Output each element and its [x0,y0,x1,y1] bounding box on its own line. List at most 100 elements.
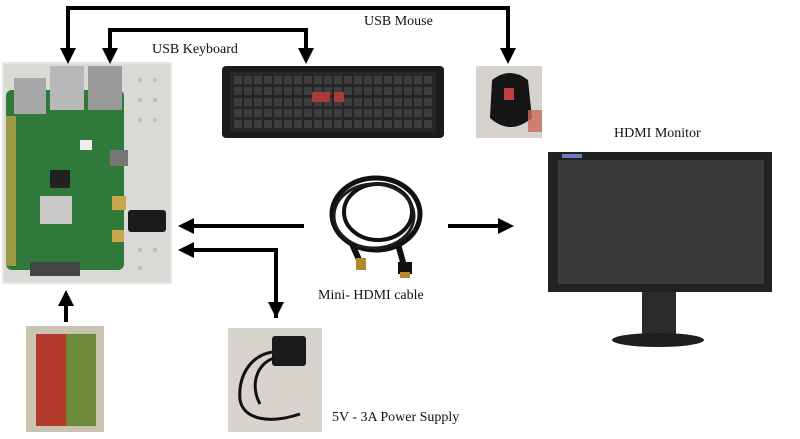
keyboard-key [354,120,362,128]
keyboard-key [304,76,312,84]
keyboard-key [374,76,382,84]
keyboard-key [234,120,242,128]
keyboard-key [294,87,302,95]
keyboard-key [234,87,242,95]
arrows [58,6,516,322]
arrow-usb-mouse-route [66,6,516,64]
keyboard-key [244,109,252,117]
usb-mouse [476,66,542,138]
keyboard-key [334,76,342,84]
keyboard-key [344,98,352,106]
keyboard-key [314,87,322,95]
keyboard-key [404,87,412,95]
keyboard-key [414,98,422,106]
keyboard-key [354,87,362,95]
keyboard-key [404,76,412,84]
keyboard-key [374,87,382,95]
keyboard-key [344,109,352,117]
keyboard-key [244,76,252,84]
power-supply [228,328,322,432]
keyboard-key [314,120,322,128]
keyboard-key [254,98,262,106]
label-power-supply: 5V - 3A Power Supply [332,410,460,425]
keyboard-key [244,120,252,128]
keyboard-key [274,76,282,84]
keyboard-key [234,109,242,117]
keyboard-key [334,87,342,95]
hdmi-monitor [548,152,772,347]
usb-keyboard [222,66,444,138]
keyboard-key [354,109,362,117]
raspberry-pi-board [2,62,172,284]
keyboard-key [384,109,392,117]
keyboard-key [424,98,432,106]
keyboard-key [294,98,302,106]
keyboard-key [254,76,262,84]
keyboard-key [414,120,422,128]
keyboard-key [234,76,242,84]
keyboard-key [324,76,332,84]
keyboard-key [384,76,392,84]
keyboard-key [364,109,372,117]
keyboard-key [264,98,272,106]
keyboard-key [324,87,332,95]
keyboard-key [344,76,352,84]
keyboard-key [274,98,282,106]
keyboard-key [364,98,372,106]
keyboard-key [424,109,432,117]
keyboard-key [254,120,262,128]
keyboard-key [324,109,332,117]
mini-hdmi-cable [329,175,423,278]
keyboard-key [314,109,322,117]
keyboard-key [334,109,342,117]
keyboard-key [304,98,312,106]
keyboard-key [364,76,372,84]
sd-card [26,326,104,432]
keyboard-key [364,87,372,95]
keyboard-key [294,120,302,128]
keyboard-key [414,76,422,84]
keyboard-key [294,109,302,117]
keyboard-key [234,98,242,106]
keyboard-key [254,109,262,117]
keyboard-key [354,98,362,106]
arrow-power-to-pi [178,242,278,318]
label-usb-keyboard: USB Keyboard [152,42,238,57]
label-usb-mouse: USB Mouse [364,14,433,29]
keyboard-key [364,120,372,128]
keyboard-key [284,98,292,106]
keyboard-key [374,109,382,117]
keyboard-key [384,98,392,106]
keyboard-key [244,98,252,106]
keyboard-key [254,87,262,95]
keyboard-key [324,120,332,128]
keyboard-key [264,109,272,117]
keyboard-key [264,87,272,95]
keyboard-key [264,120,272,128]
keyboard-key [424,76,432,84]
keyboard-key [374,120,382,128]
keyboard-key [304,109,312,117]
keyboard-key [284,87,292,95]
keyboard-key [404,109,412,117]
keyboard-key [304,87,312,95]
keyboard-key [394,120,402,128]
keyboard-key [314,76,322,84]
keyboard-key [264,76,272,84]
keyboard-key [394,109,402,117]
keyboard-key [284,109,292,117]
keyboard-key [284,120,292,128]
keyboard-key [334,120,342,128]
keyboard-key [384,87,392,95]
keyboard-key [344,87,352,95]
keyboard-key [274,87,282,95]
keyboard-key [424,87,432,95]
keyboard-key [404,98,412,106]
keyboard-key [274,120,282,128]
keyboard-key [384,120,392,128]
keyboard-key [284,76,292,84]
keyboard-key [344,120,352,128]
keyboard-key [424,120,432,128]
keyboard-key [414,109,422,117]
keyboard-key [304,120,312,128]
